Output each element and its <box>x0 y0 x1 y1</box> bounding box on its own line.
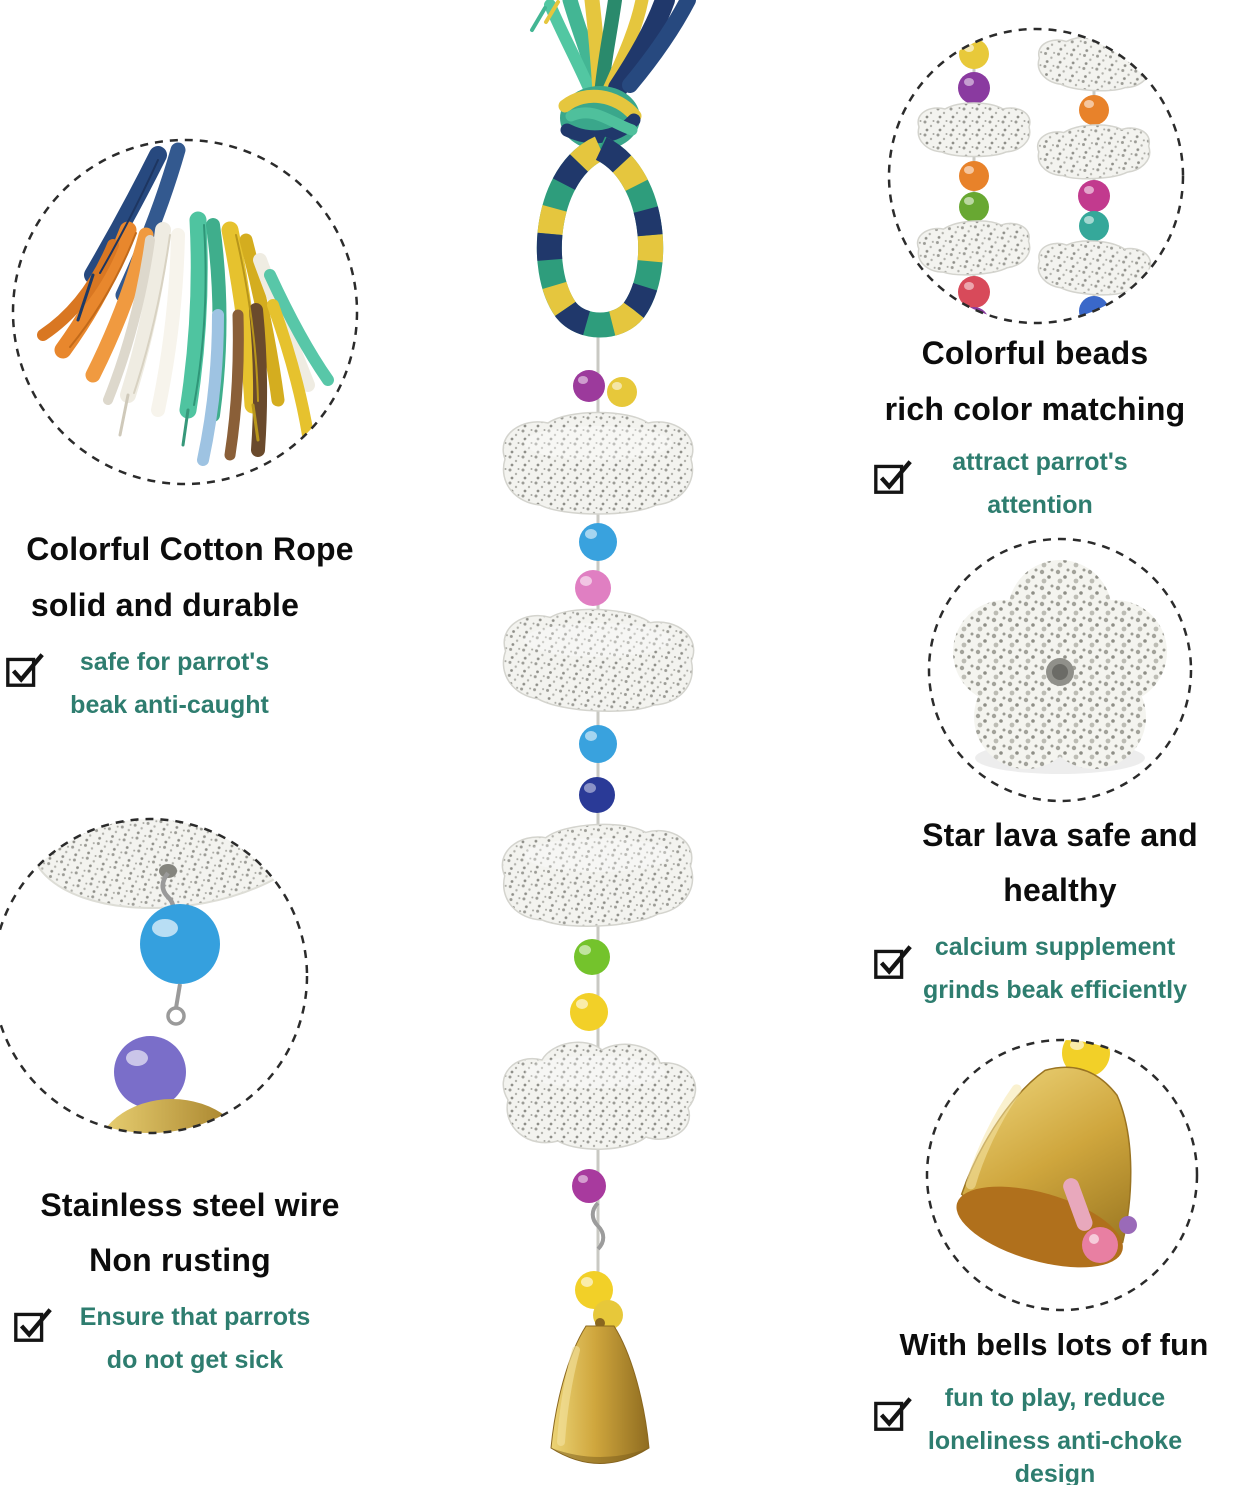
bell <box>550 1318 650 1464</box>
heading-steel-wire-line2: Non rusting <box>89 1242 271 1278</box>
checkmark-checkbox-icon <box>872 1392 914 1434</box>
heading-cotton-rope-line1: Colorful Cotton Rope <box>26 531 354 567</box>
rope-hanging-loop <box>536 136 664 338</box>
callout-circle-beads <box>886 26 1186 326</box>
steel-wire-closeup-photo <box>0 817 309 1135</box>
heading-cotton-rope-line2: solid and durable <box>30 587 300 623</box>
parrot-chew-toy-illustration <box>499 0 697 1464</box>
beads-closeup-photo <box>887 27 1185 325</box>
checkmark-checkbox-icon <box>12 1303 54 1345</box>
star-lava-closeup-photo <box>927 537 1193 803</box>
dashed-circle-border <box>0 817 309 1135</box>
dashed-circle-border <box>11 138 359 486</box>
callout-circle-cotton-rope <box>8 135 362 489</box>
feature-cotton-rope-line1: safe for parrot's <box>79 648 270 676</box>
cotton-rope <box>530 0 696 106</box>
heading-steel-wire-line1: Stainless steel wire <box>40 1187 340 1223</box>
feature-steel-wire-line2: do not get sick <box>106 1346 284 1374</box>
cotton-rope-closeup-photo <box>11 138 359 486</box>
feature-star-lava-line1: calcium supplement <box>934 933 1176 961</box>
dashed-circle-border <box>927 537 1193 803</box>
heading-star-lava-line2: healthy <box>1003 872 1117 908</box>
parrot-chew-toy-photo <box>450 0 750 1485</box>
feature-steel-wire-line1: Ensure that parrots <box>79 1303 311 1331</box>
steel-wire-link <box>590 1201 606 1251</box>
feature-star-lava-line2: grinds beak efficiently <box>923 976 1187 1004</box>
heading-beads-line2: rich color matching <box>884 391 1186 427</box>
checkmark-checkbox-icon <box>872 940 914 982</box>
feature-cotton-rope-line2: beak anti-caught <box>70 691 269 719</box>
feature-beads-line1: attract parrot's <box>952 448 1128 476</box>
heading-beads-line1: Colorful beads <box>921 335 1149 371</box>
checkmark-checkbox-icon <box>4 648 46 690</box>
feature-bells-line1: fun to play, reduce <box>944 1384 1166 1412</box>
checkmark-checkbox-icon <box>872 455 914 497</box>
feature-bells-line3: design <box>1014 1460 1096 1485</box>
callout-circle-steel-wire <box>0 816 310 1136</box>
dashed-circle-border <box>887 27 1185 325</box>
heading-bells-line1: With bells lots of fun <box>899 1327 1209 1362</box>
dashed-circle-border <box>925 1038 1199 1312</box>
feature-beads-line2: attention <box>987 491 1093 519</box>
callout-circle-bell <box>924 1037 1200 1313</box>
heading-star-lava-line1: Star lava safe and <box>922 817 1198 853</box>
bell-closeup-photo <box>925 1038 1199 1312</box>
feature-bells-line2: loneliness anti-choke <box>927 1427 1183 1455</box>
beads-and-lava-stones <box>499 370 697 1464</box>
callout-circle-star-lava <box>926 536 1194 804</box>
